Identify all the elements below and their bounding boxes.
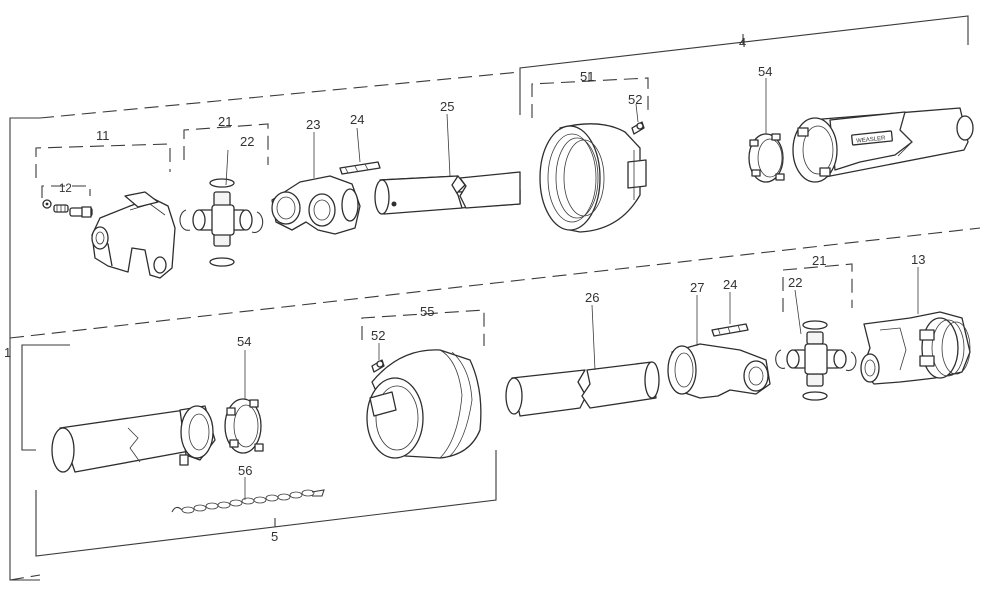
part-51-guard-cone: [539, 123, 647, 233]
label-21-upper: 21: [218, 114, 232, 129]
part-55-guard-cone: [366, 349, 482, 459]
part-52-screw-lower: [371, 343, 385, 373]
part-23-yoke-sleeve: [271, 175, 361, 235]
part-26-profile-tube: [505, 361, 660, 417]
label-11: 11: [96, 128, 110, 143]
label-22-lower: 22: [788, 275, 802, 290]
guide-line-upper: [39, 71, 521, 119]
part-54-ring-lower: [224, 398, 264, 454]
guide-line-middle: [9, 227, 981, 339]
part-4-outer-tube: WEASLER: [792, 107, 974, 183]
part-52-screw-upper: [631, 103, 645, 135]
part-56-chain: [171, 489, 325, 514]
part-25-profile-tube: [374, 171, 521, 215]
label-56: 56: [238, 463, 252, 478]
label-51: 51: [580, 69, 594, 84]
part-27-yoke-sleeve: [667, 343, 771, 399]
bracket-lines: [9, 15, 981, 581]
label-52-upper: 52: [628, 92, 642, 107]
guide-line-lower: [9, 574, 41, 581]
label-54-upper: 54: [758, 64, 772, 79]
bracket-11: [35, 143, 171, 178]
bracket-51: [531, 77, 649, 118]
part-12-bolt-set: [42, 199, 93, 218]
part-22-cross-upper: [179, 178, 264, 267]
bracket-12: [41, 185, 91, 198]
bracket-1-lower: [21, 344, 70, 451]
label-23: 23: [306, 117, 320, 132]
label-26: 26: [585, 290, 599, 305]
label-24-lower: 24: [723, 277, 737, 292]
part-24-pin-upper: [339, 161, 381, 175]
bracket-4: [519, 15, 969, 115]
bracket-5: [35, 450, 497, 557]
bracket-55: [361, 309, 485, 346]
bracket-21-lower: [782, 263, 853, 312]
label-24-upper: 24: [350, 112, 364, 127]
part-number-labels: 4 51 52 54 11 12 21 22 23 24 25 1 54 55 …: [4, 35, 925, 544]
label-12: 12: [59, 183, 72, 195]
part-22-cross-lower: [775, 320, 857, 401]
label-1: 1: [4, 345, 11, 360]
label-25: 25: [440, 99, 454, 114]
bracket-21-upper: [183, 123, 269, 165]
label-54-lower: 54: [237, 334, 251, 349]
bracket-1: [9, 117, 40, 581]
label-13: 13: [911, 252, 925, 267]
label-22-upper: 22: [240, 134, 254, 149]
label-52-lower: 52: [371, 328, 385, 343]
part-13-yoke: [860, 311, 971, 385]
leader-lines: [225, 78, 919, 500]
label-21-lower: 21: [812, 253, 826, 268]
brand-label: WEASLER: [856, 136, 886, 145]
part-24-pin-lower: [711, 323, 749, 337]
label-4: 4: [739, 35, 746, 50]
part-54-ring-upper: [748, 133, 785, 183]
part-11-yoke: [91, 191, 176, 279]
part-1-inner-tube: [51, 405, 216, 473]
label-27: 27: [690, 280, 704, 295]
label-5: 5: [271, 529, 278, 544]
label-55: 55: [420, 304, 434, 319]
